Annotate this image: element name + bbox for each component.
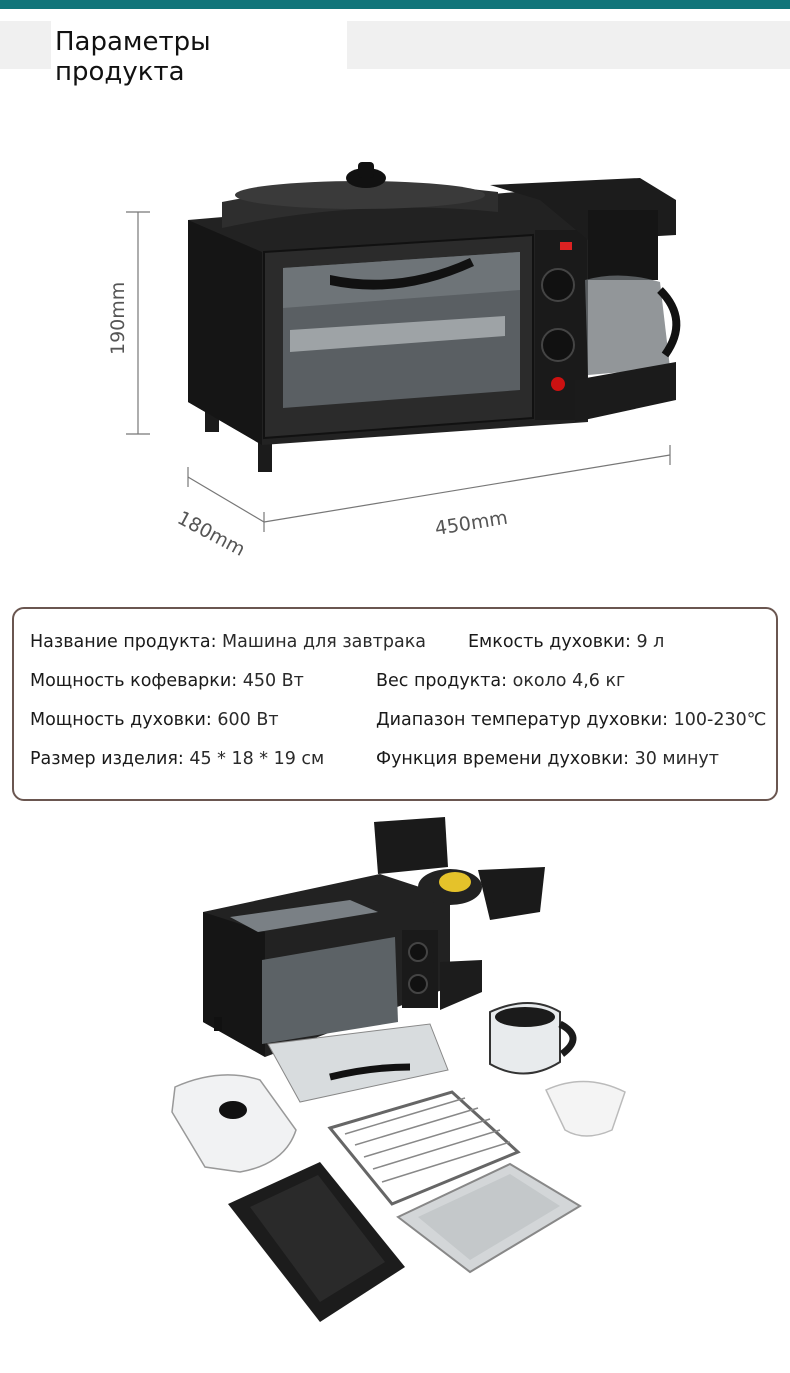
- spec-value: 45 * 18 * 19 см: [189, 749, 325, 769]
- spec-value: Машина для завтрака: [222, 632, 427, 652]
- spec-label: Название продукта:: [30, 632, 223, 652]
- spec-value: 100-230℃: [673, 710, 767, 730]
- spec-weight: Вес продукта: около 4,6 кг: [376, 671, 625, 691]
- coffee-pot-illustration: [489, 1002, 577, 1075]
- spec-label: Функция времени духовки:: [376, 749, 635, 769]
- accessories-image: [171, 817, 626, 1322]
- spec-value: 30 минут: [634, 749, 719, 769]
- breakfast-machine-illustration: [188, 162, 681, 472]
- spec-temperature-range: Диапазон температур духовки: 100-230℃: [376, 710, 766, 730]
- coffee-filter-illustration: [544, 1080, 626, 1137]
- depth-label: 180mm: [174, 507, 249, 561]
- spec-product-name: Название продукта: Машина для завтрака: [30, 632, 426, 652]
- spec-label: Вес продукта:: [376, 671, 513, 691]
- spec-label: Емкость духовки:: [468, 632, 637, 652]
- baking-tray-illustration: [396, 1162, 582, 1274]
- spec-timer: Функция времени духовки: 30 минут: [376, 749, 719, 769]
- spec-value: 450 Вт: [242, 671, 304, 691]
- spec-coffee-power: Мощность кофеварки: 450 Вт: [30, 671, 304, 691]
- height-label: 190mm: [107, 282, 129, 355]
- breakfast-machine-open-illustration: [203, 817, 545, 1103]
- specifications-box: [12, 607, 778, 801]
- spec-product-size: Размер изделия: 45 * 18 * 19 см: [30, 749, 324, 769]
- spec-oven-power: Мощность духовки: 600 Вт: [30, 710, 279, 730]
- product-dimensions-image: 190mm 180mm 450mm: [107, 162, 681, 561]
- wire-rack-illustration: [327, 1090, 521, 1206]
- spec-oven-capacity: Емкость духовки: 9 л: [468, 632, 664, 652]
- width-label: 450mm: [433, 507, 509, 540]
- spec-label: Диапазон температур духовки:: [376, 710, 674, 730]
- height-dimension-line: [126, 211, 150, 435]
- page-title: Параметры продукта: [51, 21, 347, 87]
- width-dimension-line: [263, 445, 671, 523]
- spec-label: Мощность духовки:: [30, 710, 218, 730]
- top-accent-bar: [0, 0, 790, 9]
- spec-value: около 4,6 кг: [512, 671, 626, 691]
- grill-pan-illustration: [228, 1162, 405, 1322]
- spec-value: 600 Вт: [217, 710, 279, 730]
- spec-label: Размер изделия:: [30, 749, 190, 769]
- spec-label: Мощность кофеварки:: [30, 671, 243, 691]
- spec-value: 9 л: [636, 632, 665, 652]
- glass-lid-illustration: [171, 1074, 297, 1173]
